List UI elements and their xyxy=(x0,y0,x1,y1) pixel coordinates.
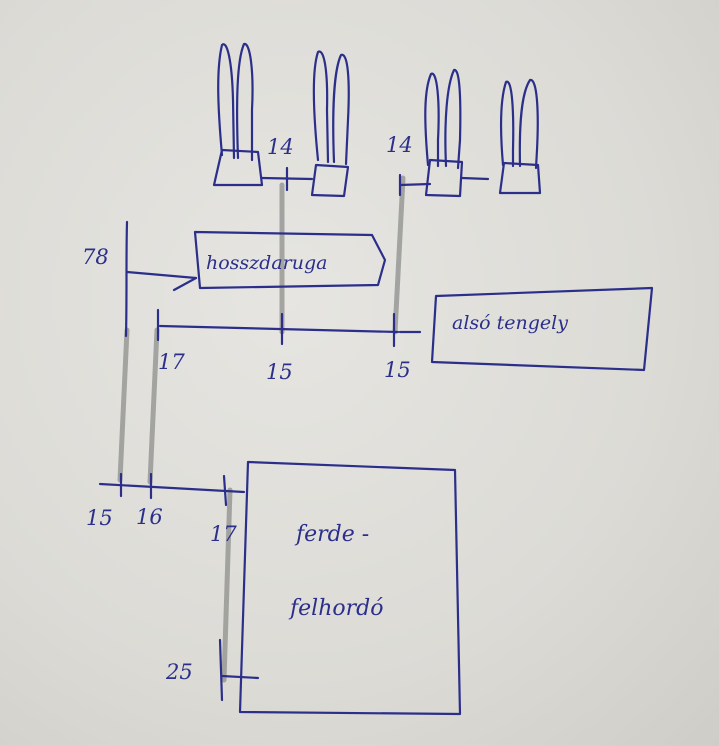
label-25: 25 xyxy=(166,660,193,684)
label-17-bottom: 17 xyxy=(210,522,237,546)
label-14-left: 14 xyxy=(267,135,294,159)
hosszdaru-box xyxy=(193,230,387,290)
fork-group-left xyxy=(212,42,350,198)
pencil-connectors xyxy=(117,175,406,683)
label-16-bottom: 16 xyxy=(136,505,163,529)
label-15-right: 15 xyxy=(384,358,411,382)
tengely-box xyxy=(430,286,654,372)
tengely-label: alsó tengely xyxy=(452,312,568,334)
label-14-right: 14 xyxy=(386,133,413,157)
ferde-label-line1: ferde - xyxy=(296,522,370,547)
label-17-top: 17 xyxy=(158,350,185,374)
ferde-box xyxy=(238,460,462,716)
label-15-bottom: 15 xyxy=(86,506,113,530)
fork-group-right xyxy=(398,68,542,198)
label-78: 78 xyxy=(82,245,109,269)
drive-lines xyxy=(98,166,422,702)
hosszdaru-label: hosszdaruga xyxy=(206,252,328,274)
label-15-mid: 15 xyxy=(266,360,293,384)
ferde-label-line2: felhordó xyxy=(290,596,384,621)
